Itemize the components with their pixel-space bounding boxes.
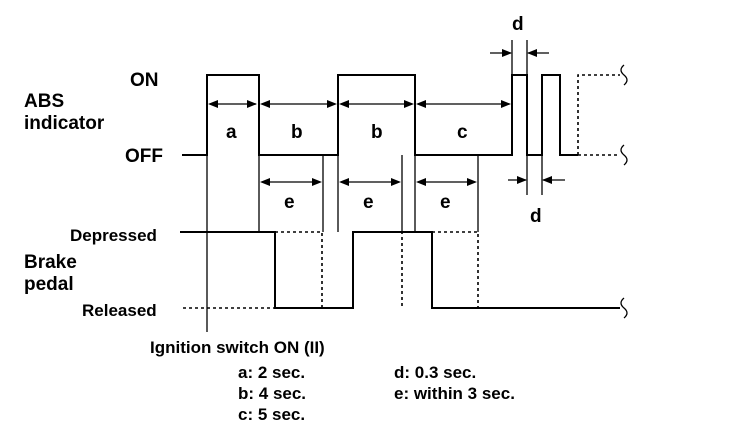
interval-arrows <box>208 49 565 186</box>
brake-released-label: Released <box>82 301 157 320</box>
abs-waveform <box>182 64 628 166</box>
abs-off-label: OFF <box>125 146 163 167</box>
legend: a: 2 sec. b: 4 sec. c: 5 sec. d: 0.3 sec… <box>238 363 515 424</box>
legend-c: c: 5 sec. <box>238 405 305 424</box>
brake-waveform <box>180 231 628 319</box>
legend-d: d: 0.3 sec. <box>394 363 476 382</box>
abs-on-label: ON <box>130 70 159 91</box>
interval-b2-label: b <box>371 122 383 143</box>
interval-c-label: c <box>457 122 468 143</box>
interval-e1-label: e <box>284 192 295 213</box>
legend-a: a: 2 sec. <box>238 363 305 382</box>
brake-depressed-label: Depressed <box>70 226 157 245</box>
interval-e3-label: e <box>440 192 451 213</box>
interval-b1-label: b <box>291 122 303 143</box>
legend-e: e: within 3 sec. <box>394 384 515 403</box>
reference-lines <box>206 40 543 332</box>
ignition-switch-label: Ignition switch ON (II) <box>150 338 325 357</box>
legend-b: b: 4 sec. <box>238 384 306 403</box>
interval-d-bottom-label: d <box>530 206 542 227</box>
brake-label-line1: Brake <box>24 252 77 273</box>
brake-label-line2: pedal <box>24 274 74 295</box>
interval-e2-label: e <box>363 192 374 213</box>
abs-label-line1: ABS <box>24 91 64 112</box>
interval-a-label: a <box>226 122 237 143</box>
interval-d-top-label: d <box>512 14 524 35</box>
abs-label-line2: indicator <box>24 113 105 134</box>
